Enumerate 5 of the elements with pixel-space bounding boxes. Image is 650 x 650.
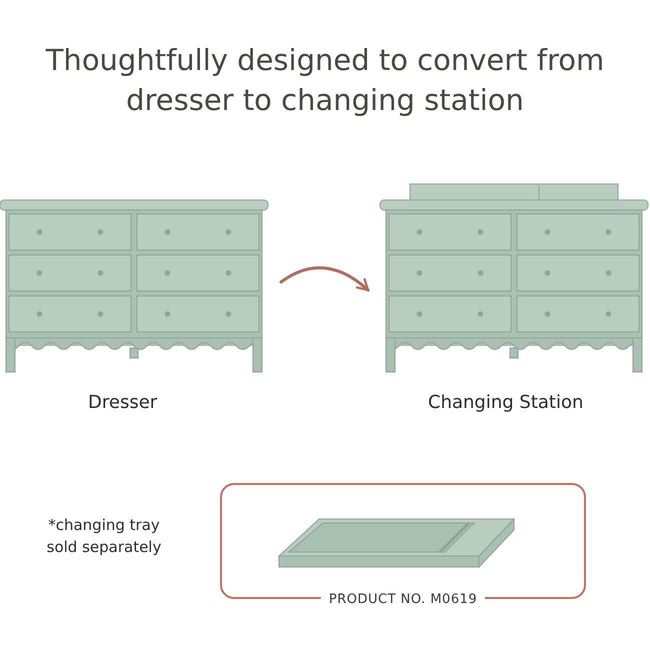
note: *changing tray sold separately	[46, 515, 162, 558]
title: Thoughtfully designed to convert from dresser to changing station	[44, 42, 606, 119]
arrow	[280, 266, 370, 292]
node-label: Dresser	[88, 392, 158, 413]
node-label: Changing Station	[428, 392, 584, 413]
